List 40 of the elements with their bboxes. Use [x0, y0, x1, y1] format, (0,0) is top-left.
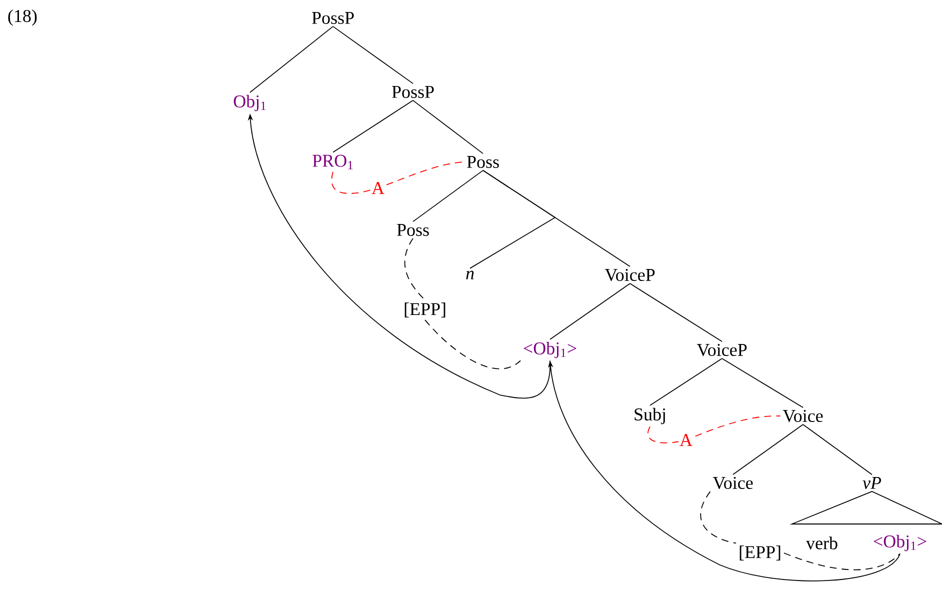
category-label: Poss [467, 156, 499, 168]
category-label: [EPP] [404, 302, 446, 318]
tree-branch [722, 358, 804, 408]
category-label: n [466, 270, 474, 280]
category-label: Obj$_{1}$ [234, 94, 266, 112]
tree-branch [732, 424, 804, 475]
category-label: vP [862, 477, 882, 489]
agree-curve [648, 416, 781, 444]
dashed-curve [404, 238, 426, 301]
tree-branch [550, 283, 630, 340]
category-label: PossP [392, 86, 434, 98]
roof-triangle [790, 490, 942, 524]
tree-branch [630, 283, 722, 342]
agree-curve [331, 162, 464, 194]
category-label: verb [806, 536, 838, 550]
tree-branch [412, 100, 484, 154]
edge-label: A [370, 181, 386, 195]
category-label: Subj [634, 408, 665, 424]
category-label: PossP [312, 12, 354, 24]
tree-branch [332, 26, 414, 84]
edge-label: A [678, 433, 694, 447]
tree-branch [412, 170, 484, 222]
category-label: <Obj$_{1}$> [874, 534, 926, 552]
category-label: PRO$_{1}$ [312, 154, 353, 170]
example-number: (18) [8, 9, 37, 26]
category-label: VoiceP [696, 344, 747, 356]
tree-branch [250, 26, 334, 93]
category-label: Poss [397, 224, 429, 236]
category-label: Voice [782, 410, 823, 422]
dashed-curve [700, 491, 736, 544]
category-label: Voice [712, 476, 753, 490]
tree-branch [802, 424, 872, 476]
category-label: [EPP] [740, 546, 780, 560]
tree-branch [482, 170, 630, 267]
category-label: <Obj$_{1}$> [524, 342, 576, 358]
dashed-curve [424, 319, 521, 370]
tree-branch [332, 100, 414, 153]
dashed-curve [784, 552, 900, 570]
category-label: VoiceP [604, 268, 655, 282]
tree-branch [650, 358, 722, 406]
